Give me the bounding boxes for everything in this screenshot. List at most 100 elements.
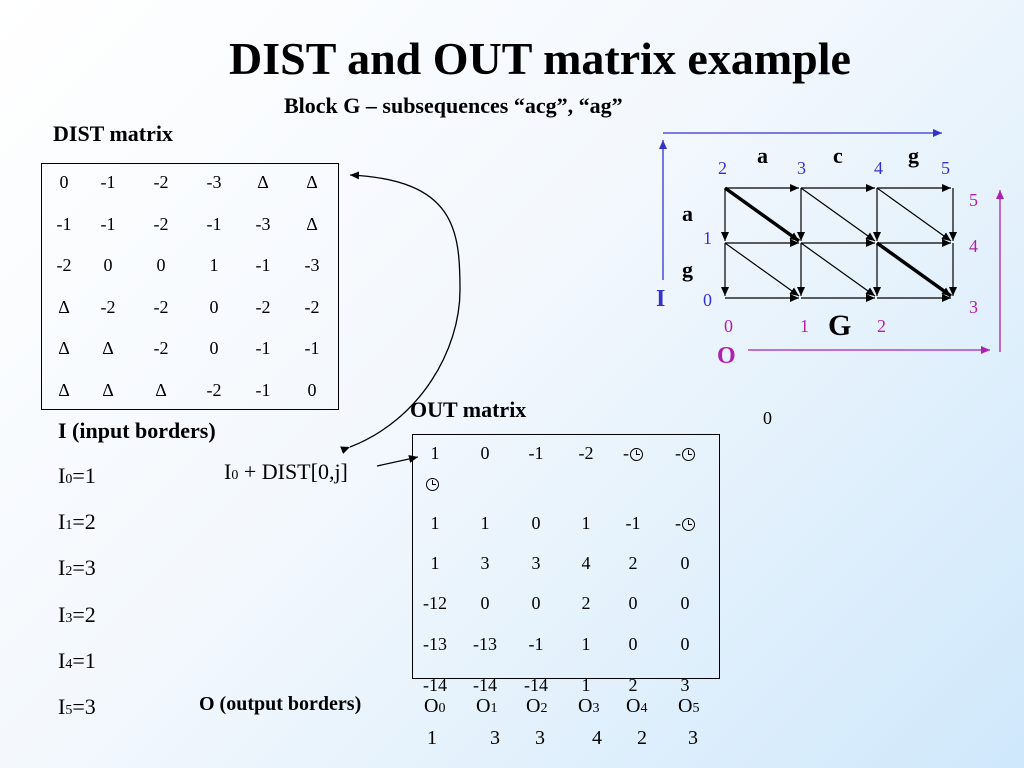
grid-left-number: 1 [703, 228, 712, 248]
out-cell-value: 1 [430, 553, 440, 573]
grid-diagonal-edge [800, 187, 876, 242]
output-border-header: O0 [424, 695, 445, 718]
out-cell-value: - [675, 443, 681, 463]
out-cell: -13 [415, 634, 455, 655]
out-cell: -1 [516, 443, 556, 464]
out-cell-value: 0 [628, 634, 638, 654]
out-cell-value: 0 [680, 634, 690, 654]
output-border-sub: 3 [592, 701, 600, 716]
grid-left-letter: g [682, 257, 693, 282]
dist-cell: -3 [304, 255, 320, 275]
out-cell: -14 [415, 675, 455, 696]
output-border-base: O [526, 695, 541, 717]
out-cell: 0 [613, 634, 653, 655]
out-cell-value: 0 [680, 593, 690, 613]
out-cell: 2 [566, 593, 606, 614]
input-border-base: I [58, 601, 66, 627]
out-cell: 0 [613, 593, 653, 614]
dist-cell: -1 [206, 213, 222, 234]
dist-cell: -2 [206, 379, 222, 400]
out-cell: 1 [566, 675, 606, 696]
out-cell: -2 [566, 443, 606, 464]
dist-cell: Δ [155, 379, 167, 400]
clock-icon [630, 448, 643, 462]
out-cell-value: -1 [528, 634, 544, 654]
input-border-item: I2=3 [58, 555, 96, 581]
output-border-value: 3 [535, 727, 545, 749]
dist-cell: 0 [59, 172, 69, 192]
out-cell: 3 [516, 553, 556, 574]
dist-matrix-box [41, 163, 339, 410]
dist-cell: 0 [209, 338, 219, 358]
out-matrix-box [412, 434, 720, 679]
grid-right-number: 4 [969, 236, 978, 256]
out-cell: 2 [613, 553, 653, 574]
formula-arrow [376, 455, 419, 467]
out-cell-value: 3 [480, 553, 490, 573]
dist-cell: -2 [100, 296, 116, 317]
out-cell: 1 [415, 513, 455, 534]
out-cell-value: 0 [680, 553, 690, 573]
grid-bottom-number: 0 [724, 316, 733, 336]
dist-cell: -2 [153, 172, 169, 192]
dist-cell: Δ [306, 172, 318, 192]
out-cell: 3 [665, 675, 705, 696]
alignment-grid [721, 184, 957, 302]
grid-top-letter: g [908, 143, 919, 168]
input-border-value: =2 [72, 601, 96, 627]
grid-i-label: I [656, 286, 666, 312]
output-borders-label: O (output borders) [199, 693, 362, 715]
dist-cell: 0 [156, 255, 166, 275]
out-cell: - [613, 443, 653, 464]
grid-left-letter: a [682, 201, 693, 226]
out-cell-value: 2 [628, 553, 638, 573]
out-cell: - [665, 443, 705, 464]
dist-cell: Δ [102, 379, 114, 400]
grid-top-number: 4 [874, 158, 883, 178]
out-cell-value: 1 [581, 634, 591, 654]
dist-cell: -2 [56, 255, 72, 275]
dist-cell: -2 [304, 296, 320, 317]
input-border-item: I0=1 [58, 463, 96, 489]
output-border-base: O [476, 695, 491, 717]
input-border-sub: 2 [65, 564, 73, 580]
grid-diagonal-edge [724, 242, 800, 297]
dist-cell: 0 [307, 379, 317, 400]
out-cell: 0 [465, 443, 505, 464]
out-cell: 1 [566, 634, 606, 655]
dist-cell: Δ [58, 379, 70, 400]
dist-cell: 0 [209, 296, 219, 317]
dist-cell: -1 [255, 255, 271, 275]
out-cell-value: -1 [528, 443, 544, 463]
dist-cell: -1 [255, 379, 271, 400]
output-border-base: O [626, 695, 641, 717]
out-cell-value: 2 [628, 675, 638, 695]
dist-cell: -1 [100, 172, 116, 192]
input-border-sub: 0 [65, 472, 73, 487]
output-border-value: 4 [592, 727, 602, 749]
output-border-value: 3 [688, 727, 698, 749]
grid-left-number: 0 [703, 290, 712, 310]
out-cell-value: -2 [578, 443, 594, 463]
out-cell-value: 0 [480, 443, 490, 463]
stray-zero: 0 [763, 408, 772, 428]
out-cell: 1 [465, 513, 505, 534]
dist-cell: 1 [209, 255, 219, 275]
clock-icon [426, 477, 439, 491]
formula-label: I0 + DIST[0,j] [224, 459, 348, 484]
dist-cell: -3 [206, 172, 222, 192]
out-cell-value: 3 [680, 675, 690, 695]
output-border-header: O1 [476, 695, 497, 718]
grid-diagonal-edge [800, 242, 876, 297]
dist-cell: -2 [255, 296, 271, 317]
out-cell: 0 [665, 553, 705, 574]
input-border-base: I [58, 555, 66, 581]
input-border-base: I [58, 463, 66, 488]
curved-arrow [340, 171, 461, 454]
output-border-header: O3 [578, 695, 599, 718]
out-cell: 1 [566, 513, 606, 534]
grid-o-label: O [717, 343, 736, 369]
input-border-value: =2 [72, 509, 96, 535]
